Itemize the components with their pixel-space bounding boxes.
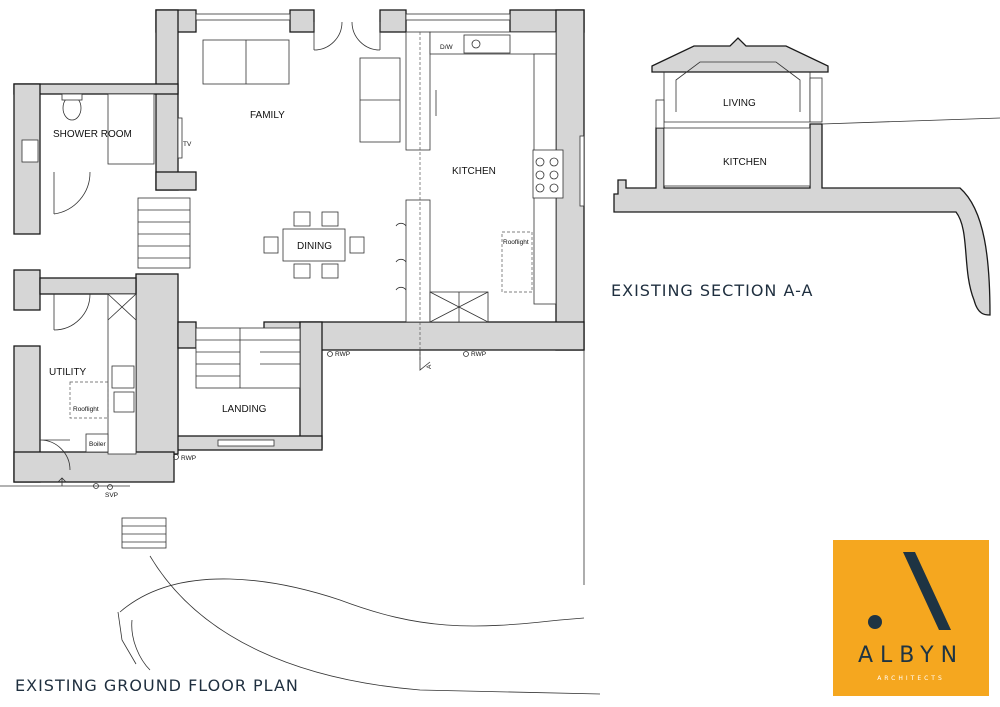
window-landing (217, 439, 275, 447)
wall-mid-left (13, 269, 41, 311)
section-roof (651, 37, 829, 73)
patio-door-right (351, 21, 381, 51)
drainage-symbols (57, 350, 469, 490)
window-kitchen (405, 13, 511, 21)
stairs (121, 197, 301, 549)
room-label-shower-room: SHOWER ROOM (53, 129, 132, 140)
room-label-dining: DINING (297, 241, 332, 252)
section-kitchen (663, 127, 811, 187)
chair (293, 263, 311, 279)
room-label-family: FAMILY (250, 110, 285, 121)
kitchen-island-top (405, 31, 431, 151)
rooflight-utility (69, 381, 109, 419)
albyn-architects-logo: ALBYN ARCHITECTS (833, 540, 989, 696)
rooflight-kitchen (501, 231, 533, 293)
label-boiler: Boiler (89, 441, 106, 448)
section-marker-arrow (419, 350, 431, 371)
section-ground (613, 123, 991, 316)
wall-top-mid (289, 9, 315, 33)
section-label-kitchen: KITCHEN (723, 157, 767, 168)
exterior-walls (13, 9, 585, 483)
door-utility (53, 293, 91, 331)
chair (263, 236, 279, 254)
chair (321, 211, 339, 227)
label-rooflight-kitchen: Rooflight (503, 239, 529, 246)
room-label-utility: UTILITY (49, 367, 87, 378)
logo-mark-icon (868, 552, 951, 630)
chair (349, 236, 365, 254)
door-external (39, 439, 71, 471)
windows (195, 13, 585, 447)
section-a-a (613, 37, 1000, 316)
patio-door-left (313, 21, 343, 51)
logo-name: ALBYN (857, 643, 965, 668)
window-kitchen-right (579, 135, 585, 207)
tv-unit (177, 117, 183, 159)
window-family (195, 13, 291, 21)
utility-fittings (69, 293, 137, 455)
section-title: EXISTING SECTION A-A (611, 281, 813, 300)
room-label-kitchen: KITCHEN (452, 166, 496, 177)
wall-landing-top (177, 321, 197, 349)
section-living (663, 72, 811, 123)
site-lines (0, 350, 601, 695)
kitchen-island-bottom (405, 199, 431, 323)
wall-landing-right (299, 321, 323, 449)
radiator (113, 391, 135, 413)
wall-landing-left (135, 273, 179, 455)
label-dw: D/W (440, 44, 454, 51)
label-section-marker: A (426, 364, 433, 369)
door-shower (53, 171, 91, 215)
shower-room-fittings (21, 93, 155, 165)
dining-table (282, 228, 346, 262)
basin (21, 139, 39, 163)
doors (39, 21, 381, 471)
room-label-landing: LANDING (222, 404, 267, 415)
section-label-living: LIVING (723, 98, 756, 109)
chair (321, 263, 339, 279)
label-rwp: RWP (181, 455, 196, 462)
boiler (85, 433, 109, 453)
logo-subtitle: ARCHITECTS (877, 675, 945, 682)
utility-sink (111, 365, 135, 389)
stair-main (137, 197, 191, 269)
kitchen-fittings (395, 31, 564, 360)
wall-utility-bottom (13, 451, 175, 483)
shower-tray (107, 93, 155, 165)
sink (463, 34, 511, 54)
label-rwp: RWP (335, 351, 350, 358)
stair-external (121, 517, 167, 549)
wall-family-left (155, 9, 179, 191)
wall-utility-top (39, 277, 137, 295)
family-furniture (177, 39, 401, 279)
wall-top-kitchen (379, 9, 407, 33)
chair (293, 211, 311, 227)
stair-landing (195, 327, 301, 389)
plan-title: EXISTING GROUND FLOOR PLAN (15, 676, 299, 695)
wall-stub (155, 171, 197, 191)
label-rooflight-utility: Rooflight (73, 406, 99, 413)
label-tv: TV (183, 141, 192, 148)
bar-stools (395, 222, 407, 291)
label-svp: SVP (105, 492, 118, 499)
label-rwp: RWP (471, 351, 486, 358)
